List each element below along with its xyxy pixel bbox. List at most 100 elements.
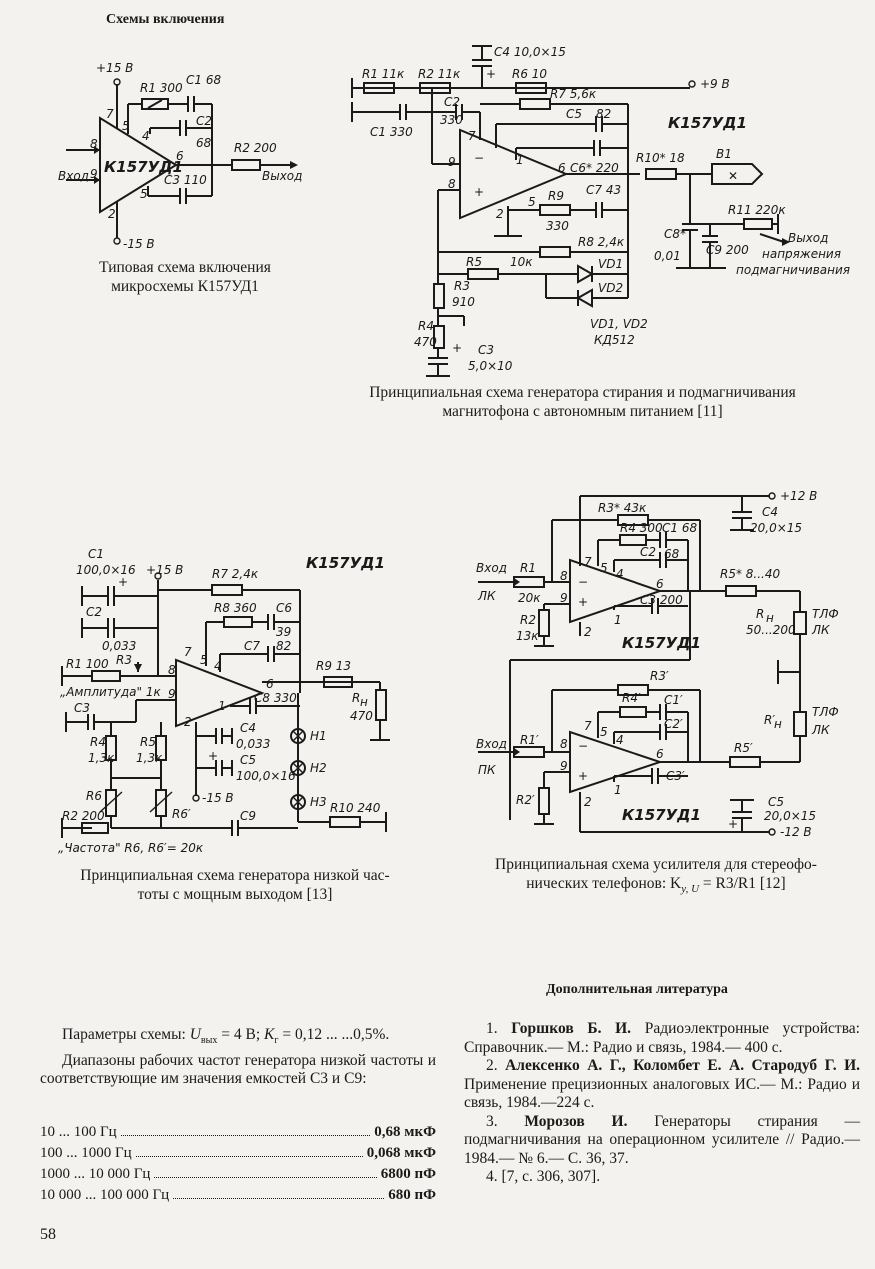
resistor-r5-prime — [729, 756, 761, 768]
svg-text:10к: 10к — [510, 255, 533, 269]
svg-text:4: 4 — [142, 129, 150, 143]
svg-text:6: 6 — [656, 577, 664, 591]
svg-text:−: − — [578, 739, 588, 753]
svg-text:C1 68: C1 68 — [662, 521, 697, 535]
svg-text:C1′: C1′ — [664, 693, 683, 707]
svg-text:C4: C4 — [240, 721, 256, 735]
svg-text:4: 4 — [214, 659, 222, 673]
svg-text:9: 9 — [560, 591, 568, 605]
svg-text:68: 68 — [664, 547, 680, 561]
svg-text:+: + — [578, 595, 588, 609]
page-number: 58 — [40, 1226, 56, 1243]
svg-text:C3 200: C3 200 — [640, 593, 683, 607]
schematic-3: К157УД1 +15 В C1 100,0×16 + C2 0,033 R7 … — [58, 547, 390, 855]
svg-text:C2: C2 — [196, 114, 212, 128]
svg-text:100,0×16: 100,0×16 — [76, 563, 136, 577]
svg-text:5: 5 — [600, 725, 608, 739]
svg-text:0,033: 0,033 — [236, 737, 270, 751]
svg-text:+: + — [486, 67, 496, 81]
svg-text:8: 8 — [560, 737, 568, 751]
svg-text:5,0×10: 5,0×10 — [468, 359, 513, 373]
caption-4: Принципиальная схема усилителя для стере… — [495, 856, 817, 896]
chip-label: К157УД1 — [104, 158, 183, 176]
r1-label: R1 300 — [140, 81, 183, 95]
vplus-label: +15 В — [96, 61, 133, 75]
svg-text:9: 9 — [90, 167, 98, 181]
resistor-r2 — [419, 82, 451, 94]
svg-text:R10 240: R10 240 — [330, 801, 381, 815]
svg-text:R5: R5 — [140, 735, 156, 749]
svg-text:+: + — [208, 749, 218, 763]
svg-text:C6* 220: C6* 220 — [570, 161, 619, 175]
svg-text:7: 7 — [184, 645, 192, 659]
phone-1 — [793, 611, 807, 635]
svg-text:ПК: ПК — [478, 763, 496, 777]
output-label: Выход — [262, 169, 302, 183]
svg-text:7: 7 — [584, 555, 592, 569]
svg-text:подмагничивания: подмагничивания — [736, 263, 850, 277]
svg-text:C9: C9 — [240, 809, 256, 823]
svg-text:8: 8 — [560, 569, 568, 583]
svg-text:Вход: Вход — [476, 561, 507, 575]
r2-label: R2 200 — [234, 141, 277, 155]
svg-text:82: 82 — [276, 639, 291, 653]
svg-text:470: 470 — [350, 709, 373, 723]
lamp-h3 — [290, 794, 306, 810]
resistor-r2-prime — [538, 787, 550, 815]
svg-text:470: 470 — [414, 335, 437, 349]
svg-text:R1 100: R1 100 — [66, 657, 109, 671]
svg-text:R9: R9 — [548, 189, 564, 203]
svg-text:+: + — [452, 341, 462, 355]
svg-text:„Амплитуда" 1к: „Амплитуда" 1к — [60, 685, 162, 699]
svg-text:C7 43: C7 43 — [586, 183, 621, 197]
svg-text:н: н — [766, 611, 774, 625]
svg-text:C5: C5 — [768, 795, 784, 809]
c1-label: C1 68 — [186, 73, 221, 87]
svg-text:✕: ✕ — [728, 169, 738, 183]
svg-text:5: 5 — [600, 561, 608, 575]
resistor-r4 — [619, 534, 647, 546]
svg-text:R1′: R1′ — [520, 733, 539, 747]
svg-text:R′: R′ — [764, 713, 775, 727]
svg-text:н: н — [774, 717, 782, 731]
svg-text:R9 13: R9 13 — [316, 659, 351, 673]
svg-text:R5′: R5′ — [734, 741, 753, 755]
schematic-4: − + К157УД1 R3* 43к +12 В C4 20,0×15 R4 … — [476, 489, 839, 839]
svg-text:0,033: 0,033 — [102, 639, 136, 653]
svg-text:C8 330: C8 330 — [254, 691, 297, 705]
svg-text:напряжения: напряжения — [762, 247, 841, 261]
svg-text:7: 7 — [106, 107, 114, 121]
caption-2: Принципиальная схема генератора стирания… — [369, 384, 796, 420]
svg-text:20,0×15: 20,0×15 — [750, 521, 802, 535]
op-amp-1 — [99, 116, 178, 214]
input-label: Вход — [58, 169, 89, 183]
svg-text:C3′: C3′ — [666, 769, 685, 783]
svg-text:C2: C2 — [86, 605, 102, 619]
svg-text:R4′: R4′ — [622, 691, 641, 705]
svg-text:8: 8 — [448, 177, 456, 191]
svg-text:82: 82 — [596, 107, 611, 121]
svg-text:5: 5 — [140, 187, 148, 201]
svg-text:C5: C5 — [240, 753, 256, 767]
svg-text:2: 2 — [584, 625, 592, 639]
svg-text:9: 9 — [448, 155, 456, 169]
svg-text:КД512: КД512 — [594, 333, 635, 347]
svg-text:R11 220к: R11 220к — [728, 203, 786, 217]
vminus-label: -15 В — [123, 237, 155, 251]
svg-text:VD1, VD2: VD1, VD2 — [590, 317, 648, 331]
svg-text:39: 39 — [276, 625, 291, 639]
svg-text:R: R — [352, 691, 360, 705]
svg-text:ЛК: ЛК — [477, 589, 496, 603]
svg-text:+: + — [728, 817, 738, 831]
list-item: 3. Морозов И. Генераторы стирания — подм… — [464, 1112, 860, 1167]
resistor-r6 — [515, 82, 547, 94]
svg-text:C8*: C8* — [664, 227, 686, 241]
svg-text:+: + — [578, 769, 588, 783]
svg-text:К157УД1: К157УД1 — [622, 806, 701, 824]
svg-text:68: 68 — [196, 136, 212, 150]
svg-text:2: 2 — [496, 207, 504, 221]
svg-text:R6′: R6′ — [172, 807, 191, 821]
